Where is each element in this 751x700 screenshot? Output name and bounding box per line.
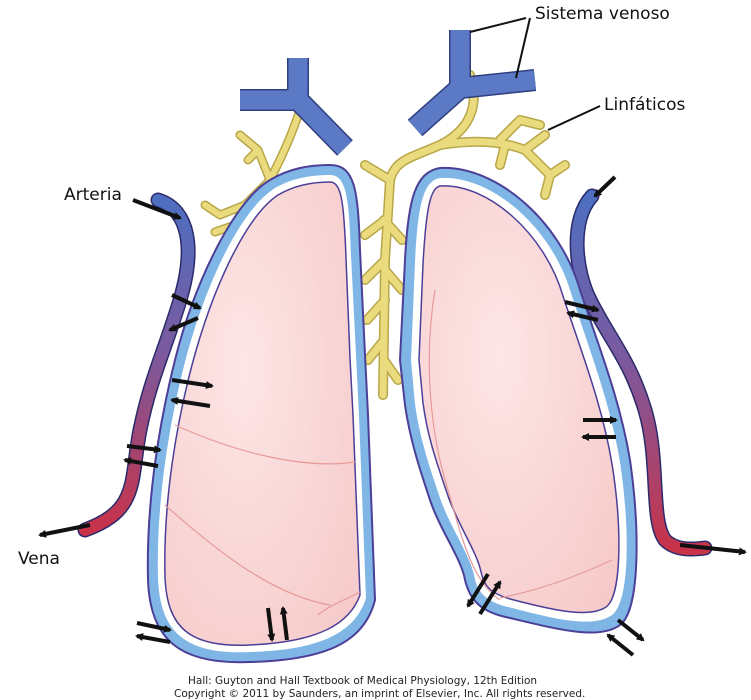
fluid-arrows [38, 175, 747, 657]
left-lung [146, 163, 377, 664]
right-lung [398, 166, 638, 634]
credit-line-2: Copyright © 2011 by Saunders, an imprint… [174, 688, 585, 700]
label-vena: Vena [18, 549, 60, 569]
label-arteria: Arteria [64, 185, 122, 205]
label-sistema-venoso: Sistema venoso [535, 4, 670, 24]
credit-line-1: Hall: Guyton and Hall Textbook of Medica… [188, 675, 537, 687]
venous-system [240, 30, 537, 156]
leader-lines [469, 17, 601, 131]
right-vessel [569, 188, 713, 557]
label-linfaticos: Linfáticos [604, 95, 686, 115]
left-vessel [77, 192, 196, 538]
lymphatic-tree-right [360, 70, 570, 400]
